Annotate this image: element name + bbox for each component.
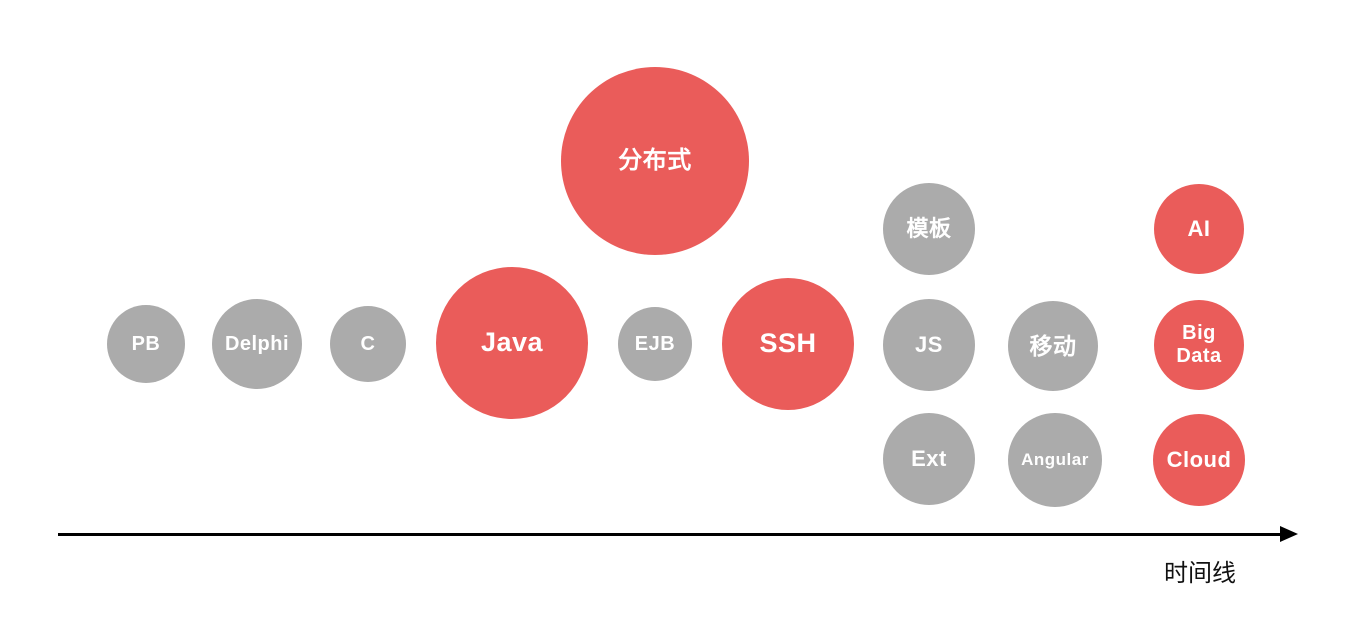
bubble-label: C <box>360 332 376 355</box>
bubble-label: Delphi <box>224 332 290 355</box>
bubble-label: 模板 <box>906 216 952 242</box>
bubble-label: Big Data <box>1176 322 1222 367</box>
timeline-arrowhead-icon <box>1280 526 1298 542</box>
bubble-label: EJB <box>634 332 676 355</box>
bubble-yidong: 移动 <box>1008 301 1098 391</box>
bubble-label: 移动 <box>1029 332 1077 359</box>
bubble-label: Cloud <box>1166 447 1232 473</box>
bubble-label: SSH <box>759 328 817 359</box>
bubble-muban: 模板 <box>883 183 975 275</box>
bubble-label: Ext <box>911 446 947 472</box>
bubble-label: AI <box>1187 216 1211 242</box>
bubble-ext: Ext <box>883 413 975 505</box>
timeline-label: 时间线 <box>1164 560 1236 587</box>
bubble-pb: PB <box>107 305 185 383</box>
bubble-ai: AI <box>1154 184 1244 274</box>
bubble-js: JS <box>883 299 975 391</box>
bubble-label: Java <box>480 327 544 358</box>
bubble-ssh: SSH <box>722 278 854 410</box>
timeline-axis <box>58 533 1280 536</box>
bubble-bigdata: Big Data <box>1154 300 1244 390</box>
bubble-ejb: EJB <box>618 307 692 381</box>
bubble-delphi: Delphi <box>212 299 302 389</box>
bubble-label: Angular <box>1021 450 1089 470</box>
bubble-fenbushi: 分布式 <box>561 67 749 255</box>
bubble-angular: Angular <box>1008 413 1102 507</box>
bubble-cloud: Cloud <box>1153 414 1245 506</box>
bubble-label: 分布式 <box>618 147 692 175</box>
bubble-c: C <box>330 306 406 382</box>
bubble-label: JS <box>915 332 943 358</box>
bubble-label: PB <box>131 332 161 355</box>
bubble-java: Java <box>436 267 588 419</box>
